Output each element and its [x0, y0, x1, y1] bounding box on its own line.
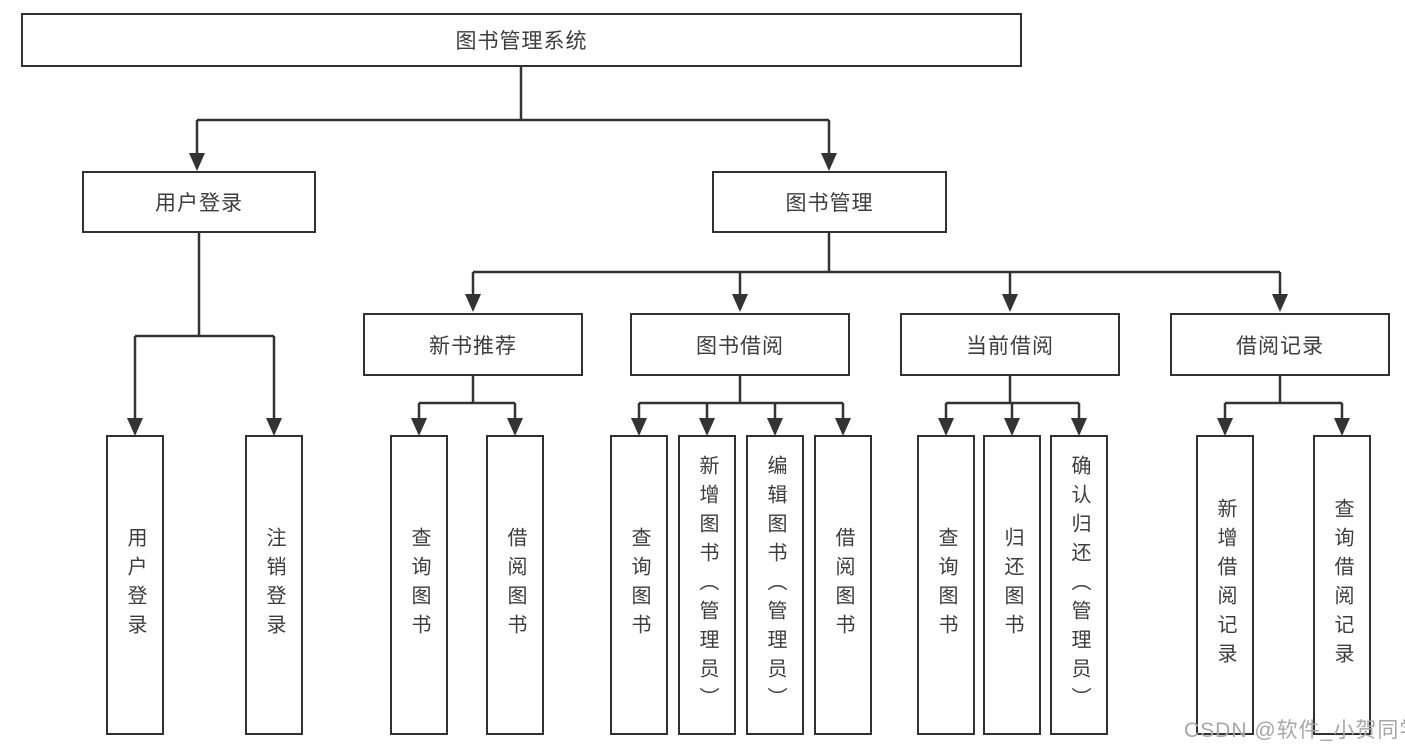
- node-library-management-system: 图书管理系统: [21, 13, 1022, 67]
- leaf-borrowing-query-books: 查询图书: [610, 435, 668, 735]
- leaf-current-return-books: 归还图书: [983, 435, 1041, 735]
- leaf-records-query-record: 查询借阅记录: [1313, 435, 1371, 735]
- node-new-book-recommendation: 新书推荐: [363, 313, 583, 376]
- watermark: CSDN @软件_小贺同学: [1184, 719, 1405, 742]
- leaf-borrowing-add-book-admin: 新增图书（管理员）: [678, 435, 736, 735]
- node-current-borrowing: 当前借阅: [900, 313, 1120, 376]
- leaf-recommend-query-books: 查询图书: [390, 435, 448, 735]
- leaf-logout: 注销登录: [245, 435, 303, 735]
- leaf-borrowing-borrow-books: 借阅图书: [814, 435, 872, 735]
- leaf-borrowing-edit-book-admin: 编辑图书（管理员）: [746, 435, 804, 735]
- node-book-management: 图书管理: [712, 171, 947, 233]
- node-borrowing-records: 借阅记录: [1170, 313, 1390, 376]
- node-book-borrowing: 图书借阅: [630, 313, 850, 376]
- node-user-login: 用户登录: [82, 171, 316, 233]
- leaf-current-query-books: 查询图书: [917, 435, 975, 735]
- arrowheads: [127, 153, 1350, 436]
- leaf-current-confirm-return-admin: 确认归还（管理员）: [1050, 435, 1108, 735]
- leaf-user-login: 用户登录: [106, 435, 164, 735]
- leaf-recommend-borrow-books: 借阅图书: [486, 435, 544, 735]
- leaf-records-add-record: 新增借阅记录: [1196, 435, 1254, 735]
